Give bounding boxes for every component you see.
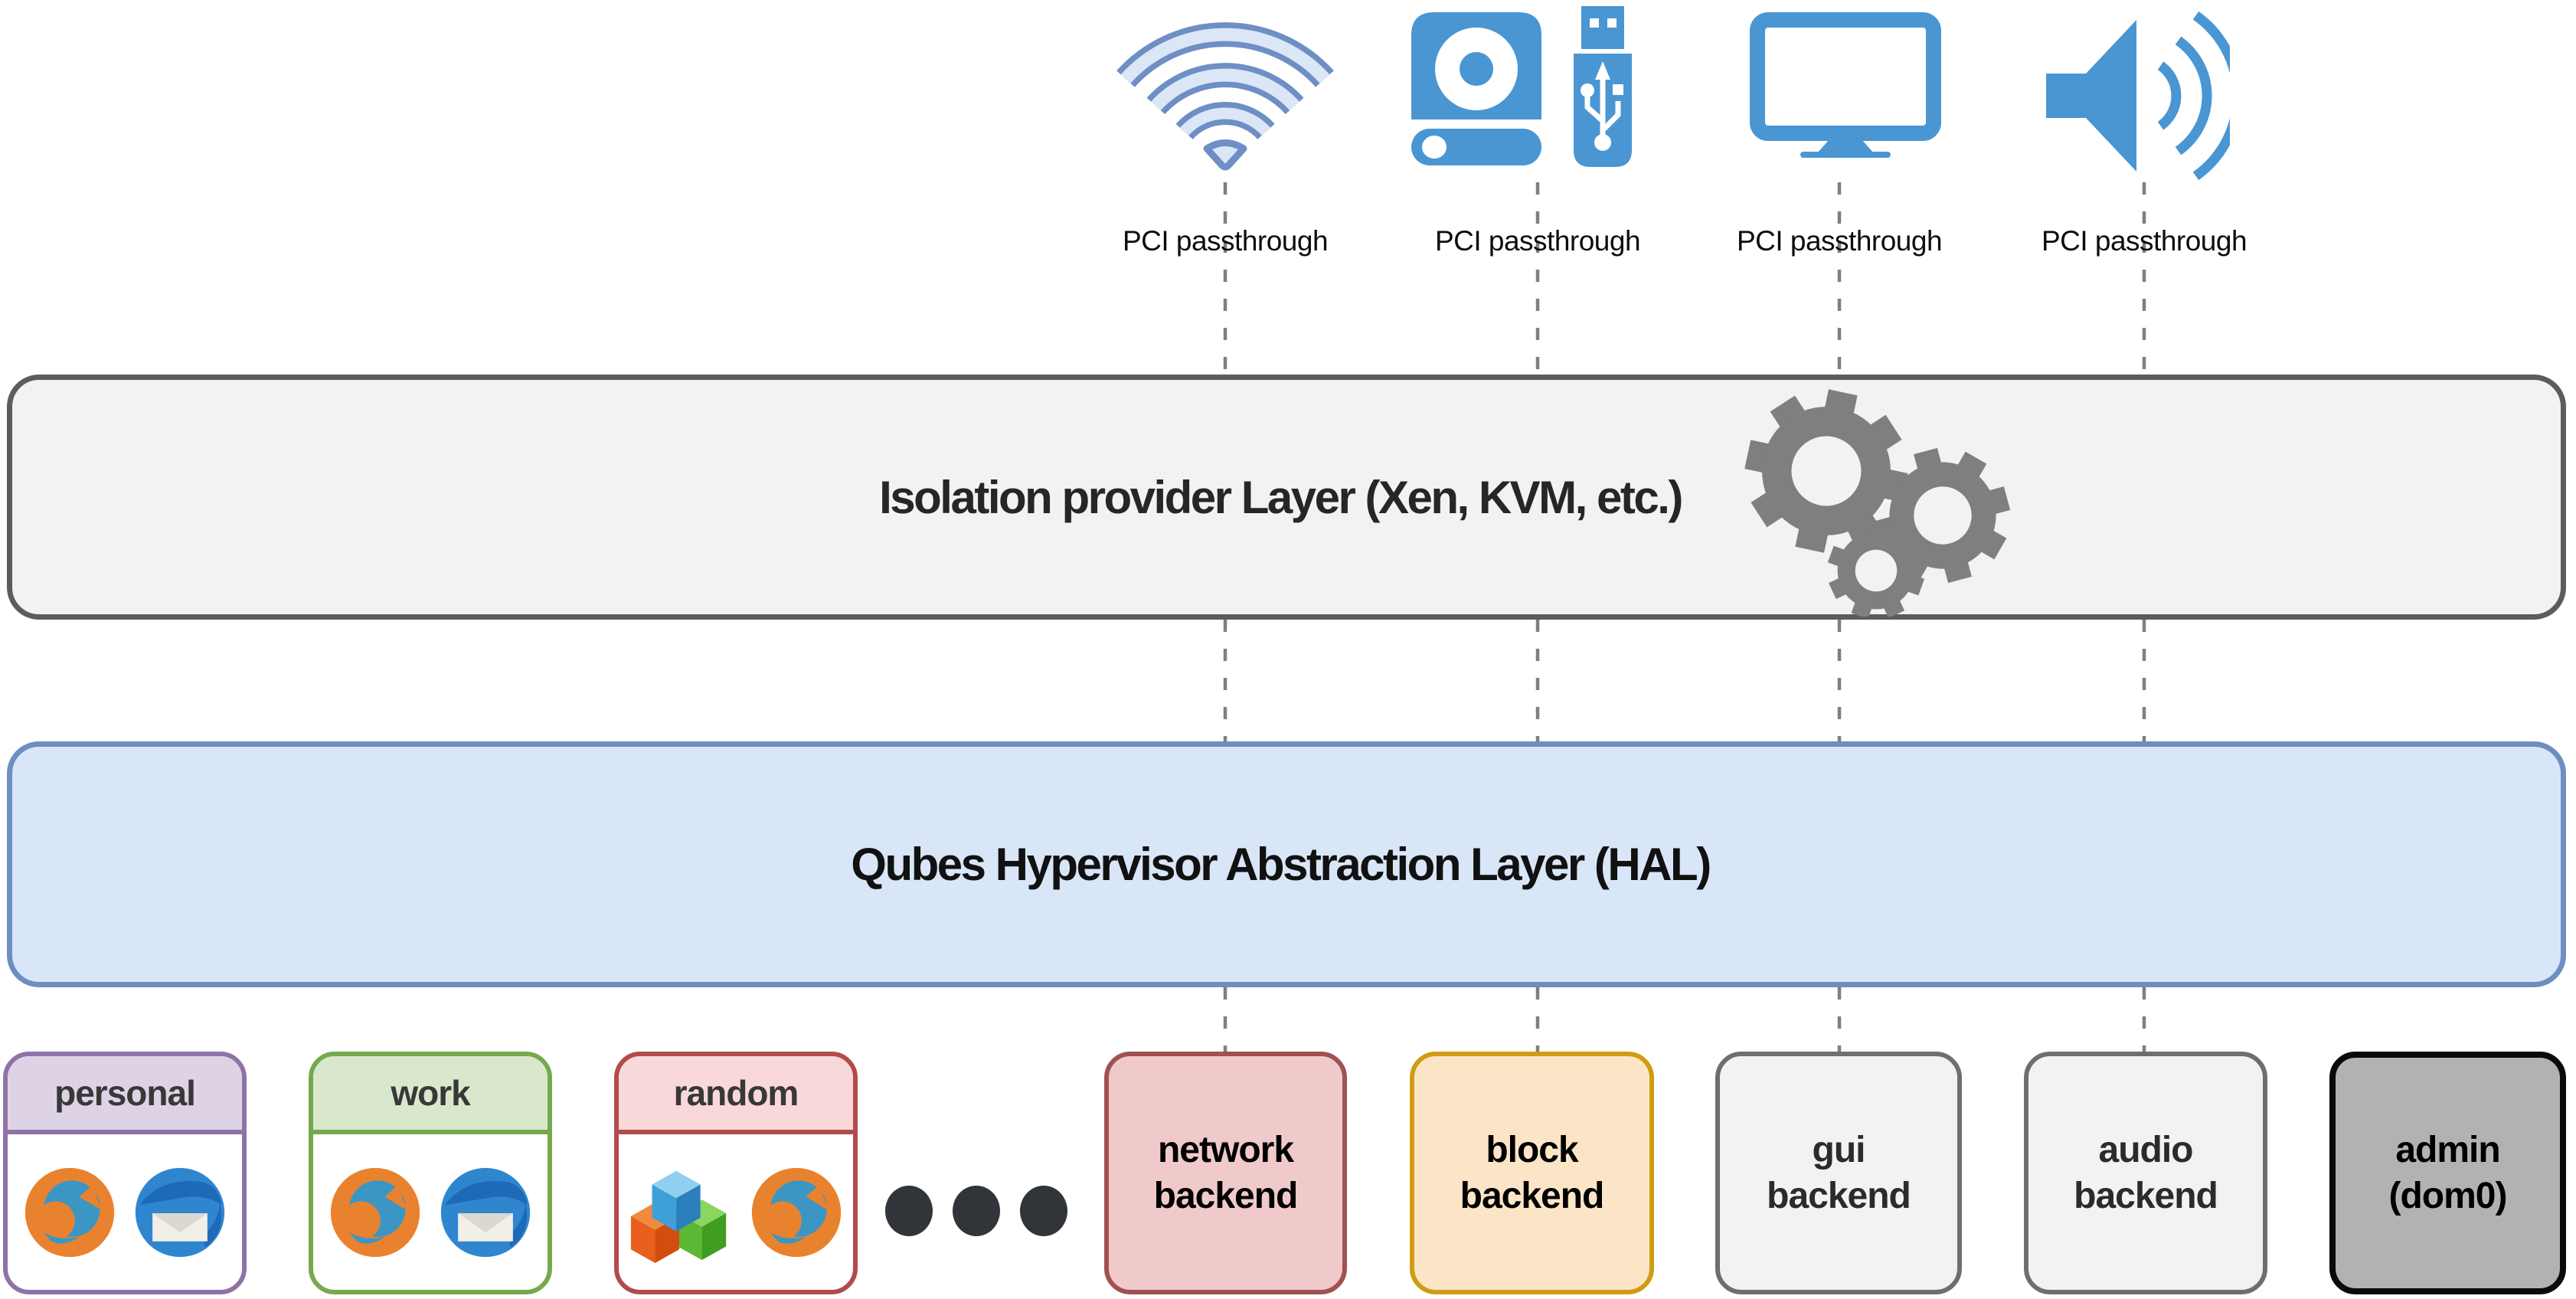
hard-disk-icon [1411,12,1541,165]
backend-label: gui backend [1767,1129,1911,1216]
speaker-icon [2046,11,2230,181]
pci-passthrough-label: PCI passthrough [1434,225,1641,257]
backend-box-network: network backend [1104,1052,1347,1294]
vm-body [8,1134,242,1290]
vm-body [619,1134,853,1290]
wifi-icon [1116,22,1334,171]
pci-passthrough-label: PCI passthrough [1122,225,1329,257]
usb-stick-icon [1574,6,1632,167]
vm-header: personal [8,1056,242,1134]
backend-label: block backend [1460,1129,1605,1216]
vm-title: work [391,1073,470,1113]
vm-header: work [313,1056,548,1134]
vm-box-work: work [309,1052,552,1294]
dot [1020,1186,1067,1236]
backend-box-block: block backend [1410,1052,1654,1294]
vm-box-personal: personal [3,1052,247,1294]
firefox-icon [330,1167,420,1257]
hal-layer-label: Qubes Hypervisor Abstraction Layer (HAL) [851,839,1711,890]
vm-header: random [619,1056,853,1134]
firefox-icon [751,1167,842,1257]
vm-body [313,1134,548,1290]
pci-passthrough-label: PCI passthrough [2041,225,2247,257]
isolation-provider-layer: Isolation provider Layer (Xen, KVM, etc.… [7,375,2566,620]
dot [953,1186,1000,1236]
thunderbird-icon [440,1167,531,1257]
isolation-layer-label: Isolation provider Layer (Xen, KVM, etc.… [879,471,1683,523]
hal-layer: Qubes Hypervisor Abstraction Layer (HAL) [7,741,2566,987]
vm-title: personal [54,1073,196,1113]
thunderbird-icon [135,1167,225,1257]
backend-label: admin (dom0) [2388,1129,2508,1216]
firefox-icon [25,1167,115,1257]
dot [885,1186,933,1236]
monitor-icon [1750,12,1941,158]
backend-box-audio: audio backend [2024,1052,2267,1294]
vm-box-random: random [614,1052,858,1294]
blocks-icon [630,1170,727,1263]
pci-passthrough-label: PCI passthrough [1736,225,1943,257]
vm-title: random [673,1073,799,1113]
backend-box-gui: gui backend [1715,1052,1962,1294]
backend-label: network backend [1153,1129,1299,1216]
backend-box-admin-dom0: admin (dom0) [2329,1052,2566,1294]
gears-icon [1734,387,2018,617]
ellipsis-dots [885,1186,1067,1236]
backend-label: audio backend [2074,1129,2218,1216]
